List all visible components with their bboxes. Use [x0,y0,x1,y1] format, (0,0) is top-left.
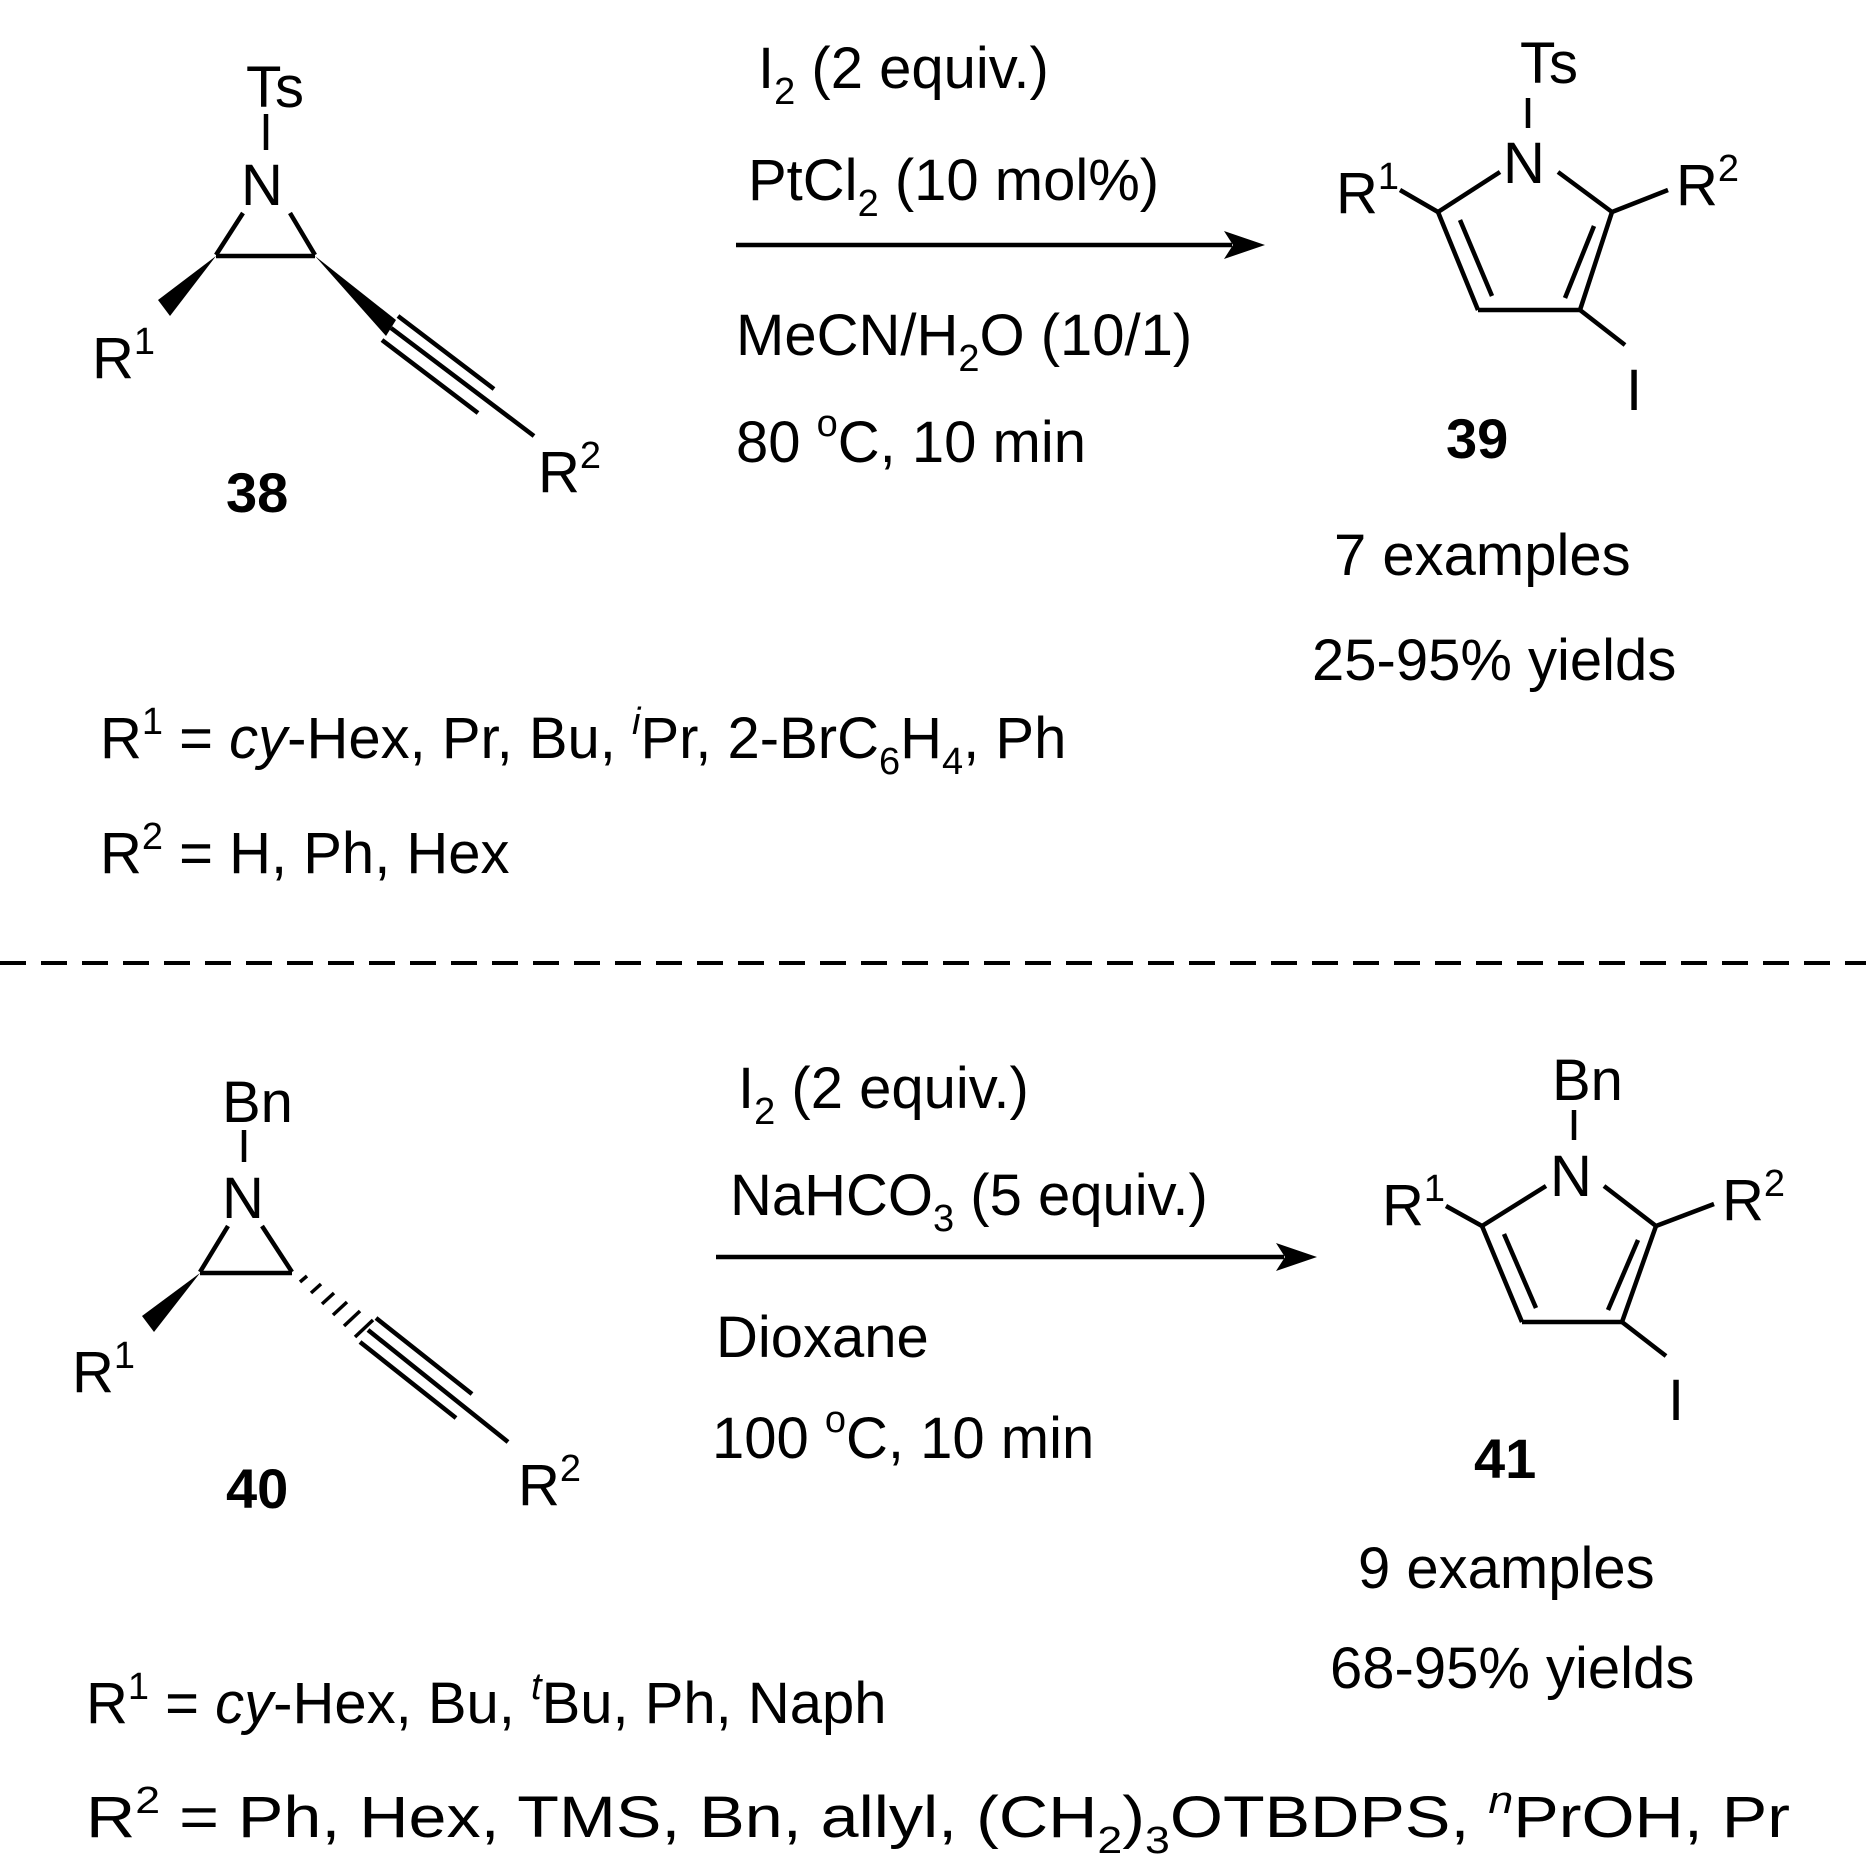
r1-label: R1 [1336,156,1399,226]
aziridine-bond [288,211,317,257]
examples-count: 7 examples [1334,523,1631,588]
alkyne-bond [389,326,536,438]
compound-number: 41 [1474,1427,1536,1490]
r1-label: R1 [92,321,155,391]
ring-bond [1479,1225,1525,1323]
arrow-head [1224,231,1265,259]
ring-double-bond [1501,1233,1539,1309]
nitrogen-label: N [222,1166,264,1231]
wedge-bond [315,256,396,336]
alkyne-bond [396,314,496,391]
alkyne-bond [374,1316,474,1396]
conditions-1: I2 (2 equiv.) PtCl2 (10 mol%) MeCN/H2O (… [736,36,1265,475]
ts-label: Ts [246,55,304,120]
reaction-2: Bn N R1 R2 40 I2 (2 equiv.) [72,1048,1790,1862]
compound-number: 39 [1446,407,1508,470]
compound-38: Ts N R1 R2 38 [92,55,601,524]
condition-iodine: I2 (2 equiv.) [758,36,1049,113]
r1-bond [1398,188,1440,214]
r2-bond [1655,1201,1715,1229]
alkyne-bond [366,1328,510,1444]
aziridine-bond [198,1224,230,1274]
compound-number: 38 [226,461,288,524]
yield-range: 25-95% yields [1312,628,1676,693]
ring-bond [1435,211,1481,311]
r1-substituents: R1 = cy-Hex, Pr, Bu, iPr, 2-BrC6H4, Ph [100,701,1066,783]
r1-bond [1444,1204,1484,1228]
compound-number: 40 [226,1457,288,1520]
ring-double-bond [1605,1239,1641,1311]
ring-double-bond [1457,219,1495,297]
condition-base: NaHCO3 (5 equiv.) [730,1163,1208,1240]
r2-substituents: R2 = H, Ph, Hex [100,816,510,886]
ring-bond [1556,170,1614,214]
r2-label: R2 [518,1448,581,1518]
condition-iodine: I2 (2 equiv.) [738,1056,1029,1133]
ring-bond [1577,211,1615,311]
ts-label: Ts [1520,31,1578,96]
conditions-2: I2 (2 equiv.) NaHCO3 (5 equiv.) Dioxane … [712,1056,1317,1471]
ring-bond [1480,1184,1548,1228]
r1-substituents: R1 = cy-Hex, Bu, tBu, Ph, Naph [86,1666,887,1736]
compound-39: Ts N R1 R2 I 39 7 examples 25-95% yields [1312,31,1739,693]
alkyne-bond [358,1340,458,1420]
yield-range: 68-95% yields [1330,1636,1694,1701]
nitrogen-label: N [1550,1144,1592,1209]
compound-41: Bn N R1 R2 I 41 9 examples 68-95% yields [1330,1048,1785,1701]
wedge-bond [142,1273,200,1332]
nitrogen-label: N [241,153,283,218]
ring-bond [1619,1225,1659,1323]
condition-temperature: 100 oC, 10 min [712,1399,1094,1471]
aziridine-bond [214,211,245,257]
r2-bond [1611,187,1669,215]
condition-solvent: Dioxane [716,1305,929,1370]
r2-label: R2 [538,435,601,505]
bn-label: Bn [1552,1048,1623,1113]
compound-40: Bn N R1 R2 40 [72,1070,581,1520]
nitrogen-label: N [1503,131,1545,196]
bn-label: Bn [222,1070,293,1135]
iodo-bond [1620,1320,1668,1358]
r1-label: R1 [72,1335,135,1405]
examples-count: 9 examples [1358,1536,1655,1601]
r2-label: R2 [1676,148,1739,218]
r2-label: R2 [1722,1163,1785,1233]
ring-bond [1602,1184,1658,1228]
alkyne-bond [380,338,480,415]
arrow-head [1276,1243,1317,1271]
wedge-bond [158,256,216,316]
ring-double-bond [1562,225,1597,299]
condition-temperature: 80 oC, 10 min [736,403,1086,475]
iodine-label: I [1668,1368,1684,1433]
iodo-bond [1578,308,1627,347]
r1-label: R1 [1382,1168,1445,1238]
ring-bond [1436,170,1502,214]
hashed-wedge-bond [298,1274,375,1339]
iodine-label: I [1626,358,1642,423]
condition-solvent: MeCN/H2O (10/1) [736,303,1192,380]
aziridine-bond [260,1224,294,1274]
reaction-1: Ts N R1 R2 38 I2 (2 equiv.) PtCl2 (10 mo… [92,31,1739,886]
condition-catalyst: PtCl2 (10 mol%) [748,148,1159,225]
